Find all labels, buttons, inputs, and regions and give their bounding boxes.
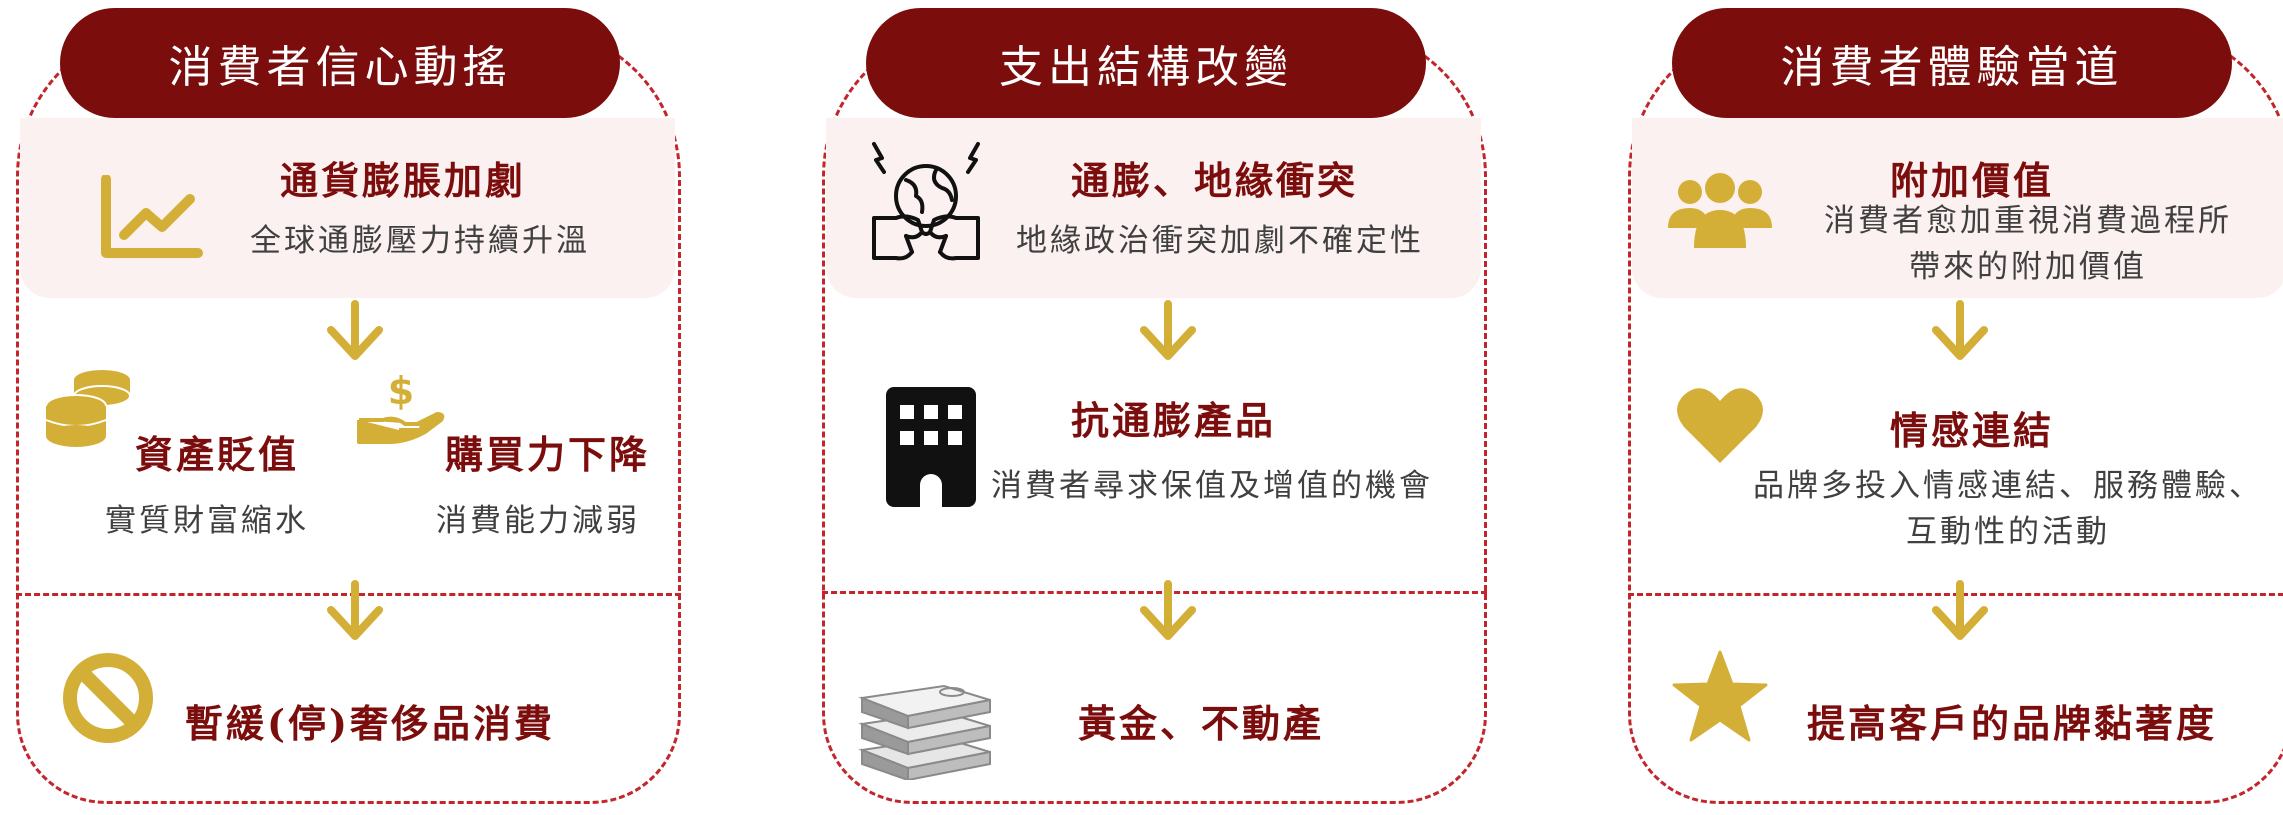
down-arrow-icon	[327, 300, 383, 360]
people-group-icon	[1668, 173, 1772, 248]
gold-bars-icon	[858, 684, 991, 780]
item-title: 資產貶值	[135, 432, 300, 477]
item-desc: 消費者尋求保值及增值的機會	[991, 468, 1433, 504]
item-title: 提高客戶的品牌黏著度	[1807, 701, 2218, 746]
coins-icon	[45, 370, 131, 447]
svg-text:$: $	[388, 369, 414, 413]
item-title: 通膨、地緣衝突	[1071, 158, 1359, 203]
line-chart-icon	[101, 175, 203, 258]
item-desc: 品牌多投入情感連結、服務體驗、 互動性的活動	[1728, 463, 2283, 555]
highlight-box	[1632, 118, 2283, 298]
down-arrow-icon	[1932, 300, 1988, 360]
highlight-box	[826, 118, 1481, 298]
section-divider	[1628, 593, 2283, 596]
item-title: 黃金、不動產	[1078, 701, 1325, 746]
item-desc-line: 品牌多投入情感連結、服務體驗、	[1753, 468, 2263, 504]
item-title: 抗通膨產品	[1071, 398, 1277, 443]
panel-header: 支出結構改變	[866, 8, 1426, 118]
panel-consumer-confidence: 消費者信心動搖 通貨膨脹加劇 全球通膨壓力持續升溫 資產貶值 實質財富縮水 $ …	[0, 0, 700, 815]
section-divider	[822, 591, 1487, 594]
prohibited-icon	[63, 653, 153, 743]
item-title: 通貨膨脹加劇	[280, 158, 527, 203]
item-title: 情感連結	[1890, 408, 2055, 453]
item-desc: 消費者愈加重視消費過程所 帶來的附加價值	[1798, 198, 2258, 290]
highlight-box	[20, 118, 675, 298]
item-desc: 地緣政治衝突加劇不確定性	[1016, 223, 1424, 259]
panel-consumer-experience: 消費者體驗當道 附加價值 消費者愈加重視消費過程所 帶來的附加價值 情感連結 品…	[1612, 0, 2283, 815]
item-desc: 全球通膨壓力持續升溫	[250, 223, 590, 259]
item-title: 購買力下降	[445, 432, 651, 477]
panel-spending-structure: 支出結構改變 通膨、地緣衝突 地緣政治衝突加劇不確定性 抗通膨產品 消費者尋求保…	[806, 0, 1506, 815]
heart-icon	[1677, 388, 1763, 463]
item-title: 暫緩(停)奢侈品消費	[185, 701, 555, 746]
panel-header: 消費者體驗當道	[1672, 8, 2232, 118]
globe-conflict-icon	[872, 142, 980, 261]
item-title: 附加價值	[1890, 158, 2055, 203]
building-icon	[886, 387, 976, 507]
down-arrow-icon	[1140, 580, 1196, 640]
item-desc-line: 互動性的活動	[1906, 514, 2110, 550]
item-desc-line: 帶來的附加價值	[1909, 249, 2147, 285]
item-desc-line: 消費者愈加重視消費過程所	[1824, 203, 2232, 239]
money-hand-icon: $	[357, 369, 445, 444]
item-desc: 消費能力減弱	[436, 503, 640, 539]
down-arrow-icon	[1140, 300, 1196, 360]
down-arrow-icon	[1932, 580, 1988, 640]
panel-header: 消費者信心動搖	[60, 8, 620, 118]
item-desc: 實質財富縮水	[105, 503, 309, 539]
down-arrow-icon	[327, 580, 383, 640]
section-divider	[16, 593, 681, 596]
star-icon	[1672, 650, 1768, 742]
